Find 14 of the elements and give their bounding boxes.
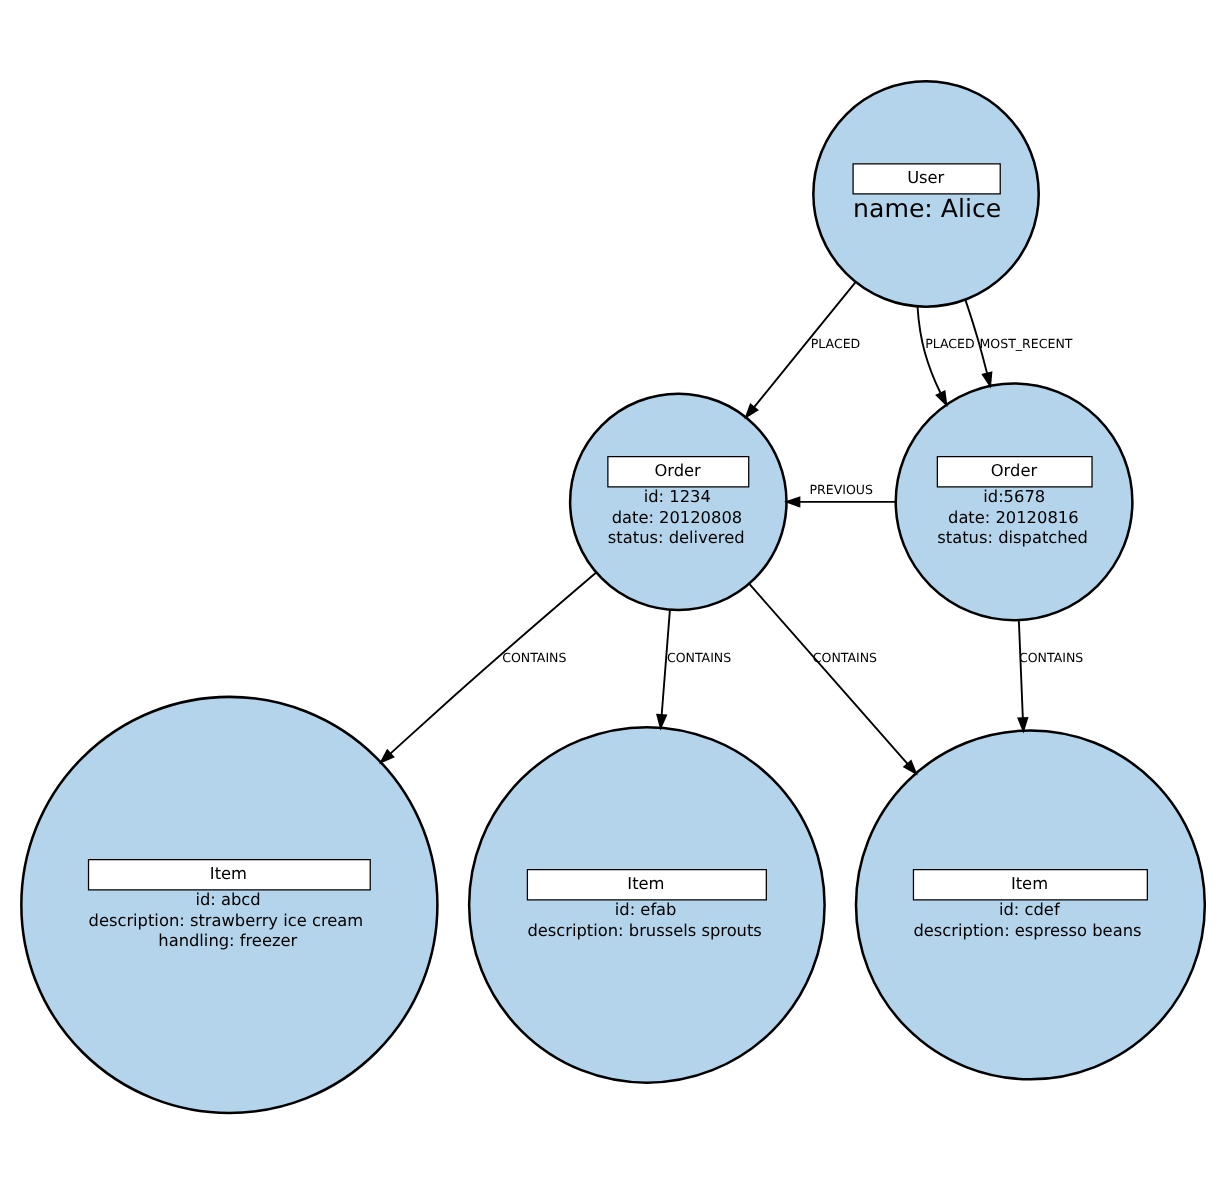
arrow: [378, 570, 597, 764]
arrow: [656, 608, 671, 730]
arrow: [748, 582, 918, 775]
arrow: [964, 297, 993, 388]
arrow: [744, 280, 857, 419]
node-circle: Item id: cdef description: espresso beans: [854, 728, 1207, 1080]
arrow: [784, 495, 897, 507]
node-circle: User name: Alice: [812, 79, 1040, 307]
arrow: [1017, 618, 1029, 733]
node-circle: Item id: abcd description: strawberry ice cream handling: freezer: [20, 694, 439, 1114]
node-circle: Order id: 1234 date: 20120808 status: delivered: [568, 391, 788, 611]
node-circle: Item id: efab description: brussels sprouts: [467, 724, 826, 1083]
arrow: [916, 304, 948, 407]
node-circle: Order id:5678 date: 20120816 status: dispatched: [894, 381, 1134, 621]
